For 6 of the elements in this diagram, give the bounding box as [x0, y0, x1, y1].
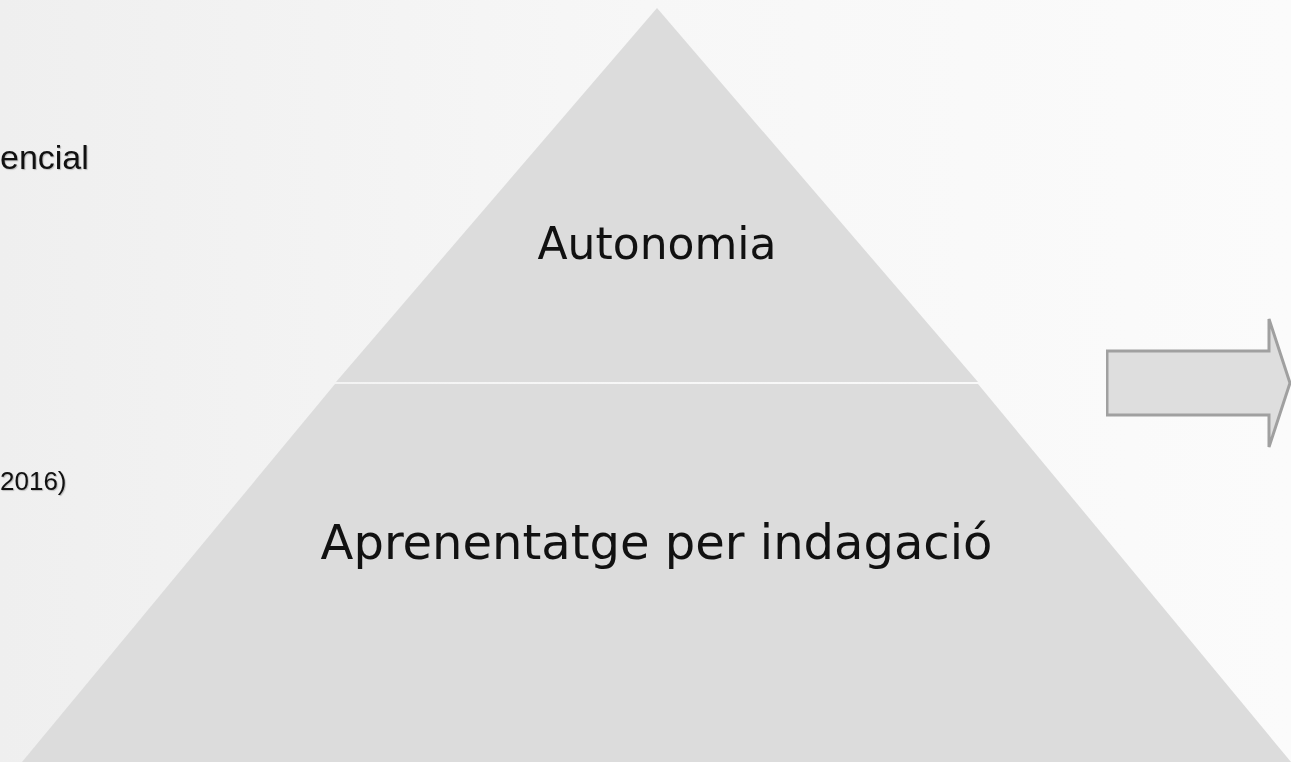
segment-label: Autonomia: [536, 218, 778, 269]
block-arrow: [1106, 318, 1291, 448]
text-fragment: encial: [0, 138, 89, 177]
text-fragment: 2016): [0, 466, 67, 497]
segment-label: Aprenentatge per indagació: [319, 514, 994, 570]
pyramid-top-segment: [336, 8, 978, 382]
